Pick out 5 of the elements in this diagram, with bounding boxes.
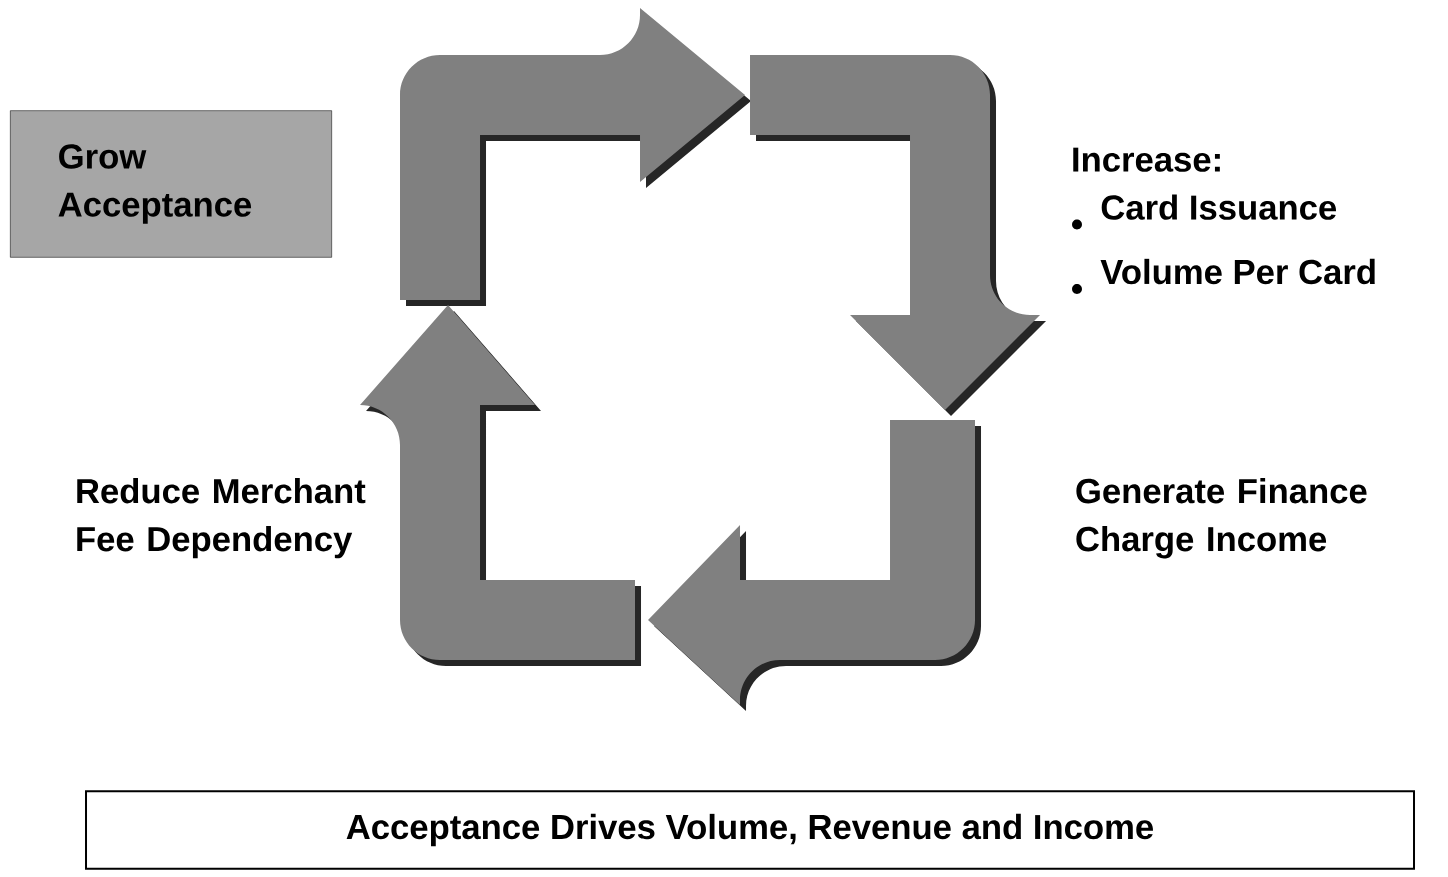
label-text: Reduce Merchant Fee Dependency — [77, 477, 366, 559]
caption-box: Acceptance Drives Volume, Revenue and Income — [85, 790, 1415, 870]
bullet-list: Increase: • Card Issuance • Volume Per Card — [1072, 147, 1375, 294]
label-text: Generate Finance Charge Income — [1076, 477, 1367, 559]
text-box: Grow Acceptance — [10, 110, 332, 258]
